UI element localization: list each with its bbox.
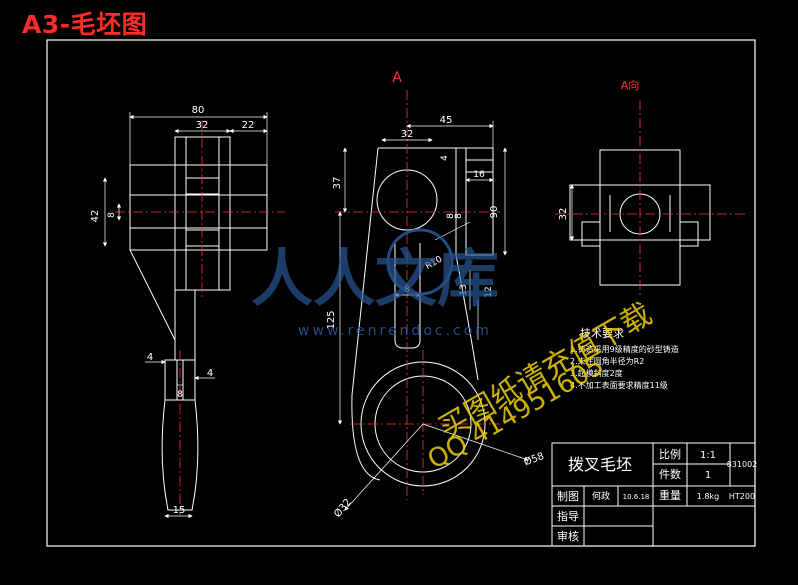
dim-side-8-slot: 8	[454, 213, 464, 219]
front-view	[129, 136, 268, 511]
dim-front-8: 8	[107, 212, 117, 218]
tech-req-item-3: 3.起模斜度2度	[570, 368, 623, 378]
dim-front-15: 15	[173, 505, 186, 516]
dim-front-4-right: 4	[207, 368, 213, 379]
guide-label: 指导	[557, 509, 579, 523]
direction-label-a: A向	[621, 78, 640, 92]
drawing-border	[46, 39, 756, 547]
watermark-logo-text: 人人文库	[251, 242, 499, 315]
dim-front-32: 32	[196, 120, 209, 131]
material: HT200	[729, 492, 755, 501]
section-label-a: A	[392, 70, 402, 86]
dim-side-13: 13	[459, 284, 469, 295]
part-name: 拨叉毛坯	[568, 455, 632, 474]
dim-side-dia58: Ø58	[522, 450, 545, 468]
dim-side-dia32: Ø32	[331, 496, 353, 520]
dim-side-45: 45	[440, 115, 453, 126]
dim-side-8-hub: 8	[446, 213, 456, 219]
front-view-centerlines	[115, 120, 285, 515]
watermark-logo-icon	[386, 228, 454, 296]
tech-req-item-1: 1.铸造采用9级精度的砂型铸造	[570, 344, 679, 354]
dim-front-4-left: 4	[147, 352, 153, 363]
dim-side-32: 32	[401, 129, 414, 140]
dim-front-8-web: 8	[177, 390, 183, 400]
tech-req-item-2: 2.未注圆角半径为R2	[570, 356, 644, 366]
dim-side-12: 12	[484, 286, 494, 297]
drawn-label: 制图	[557, 490, 579, 503]
tech-req-item-4: 4.不加工表面要求精度11级	[570, 380, 668, 390]
dim-side-125: 125	[326, 310, 337, 329]
dim-front-42: 42	[90, 210, 101, 223]
watermark-site: www.renrendoc.com	[298, 323, 492, 339]
qty-label: 件数	[659, 468, 681, 481]
dim-front-80: 80	[192, 105, 205, 116]
dim-side-16: 16	[473, 170, 485, 180]
scale-value: 1:1	[700, 450, 716, 461]
dim-side-37: 37	[332, 177, 343, 190]
drawn-date: 10.6.18	[623, 493, 650, 501]
review-label: 审核	[557, 529, 579, 543]
scale-label: 比例	[659, 447, 681, 461]
qty-value: 1	[705, 470, 711, 481]
drawing-number: 831002	[727, 460, 758, 469]
page-title: A3-毛坯图	[22, 10, 148, 39]
dim-side-90: 90	[489, 206, 500, 219]
dim-front-22: 22	[242, 120, 255, 131]
drawn-by: 何政	[592, 490, 610, 502]
weight-label: 重量	[659, 488, 681, 502]
dim-side-4: 4	[440, 155, 450, 161]
title-block	[551, 442, 756, 547]
watermark: 人人文库 www.renrendoc.com 买图纸请充值下载 QQ 41495…	[251, 228, 658, 476]
dim-top-32: 32	[558, 208, 569, 221]
weight-value: 1.8kg	[697, 492, 719, 501]
tech-req-title: 技术要求	[580, 327, 624, 340]
